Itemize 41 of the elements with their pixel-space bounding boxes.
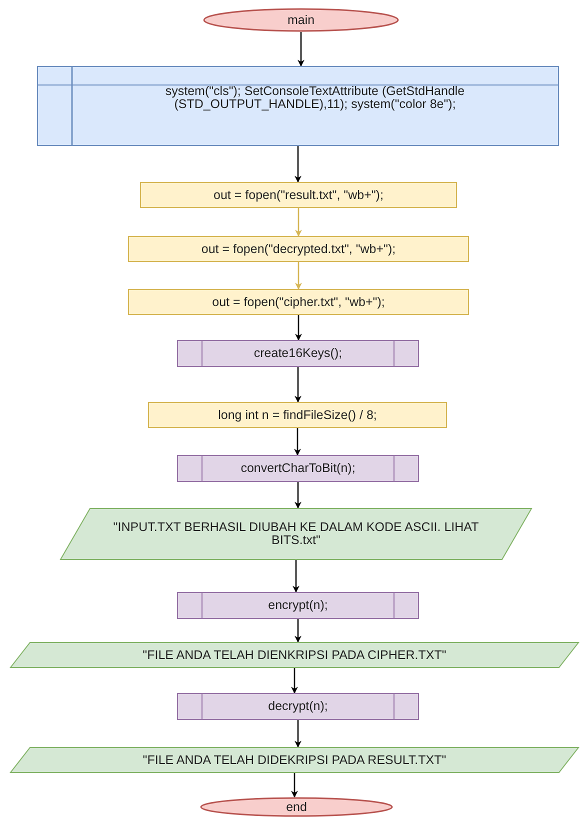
- terminal-ellipse: [203, 8, 399, 32]
- subprocess-box: [177, 693, 419, 720]
- arrow: [291, 668, 298, 694]
- node-text: convertCharToBit(n);: [240, 462, 356, 475]
- process-box: [128, 289, 469, 315]
- node-text: "INPUT.TXT BERHASIL DIUBAH KE DALAM KODE ASCII. LIHAT BITS.txt": [112, 521, 480, 547]
- node-text: main: [287, 14, 315, 26]
- node-text: out = fopen("cipher.txt", "wb+");: [212, 296, 385, 308]
- node-text: "FILE ANDA TELAH DIENKRIPSI PADA CIPHER.TXT": [142, 648, 446, 662]
- arrow: [294, 367, 302, 403]
- subprocess-box: [177, 340, 419, 367]
- node-text: long int n = findFileSize() / 8;: [218, 408, 377, 422]
- arrow: [294, 720, 302, 748]
- node-text: encrypt(n);: [268, 599, 328, 612]
- arrow: [295, 208, 302, 237]
- node-text: decrypt(n);: [268, 700, 328, 713]
- arrow: [294, 619, 302, 643]
- arrow: [295, 262, 302, 290]
- arrow: [294, 428, 301, 456]
- arrow: [291, 773, 298, 798]
- process-box: [148, 402, 447, 428]
- arrow: [294, 146, 302, 183]
- data-parallelogram: [10, 747, 579, 773]
- internal-storage-box: [37, 66, 559, 146]
- subprocess-box: [177, 592, 419, 619]
- node-text: system("cls"); SetConsoleTextAttribute (GetStdHandle (STD_OUTPUT_HANDLE),11); system("color 8e");: [164, 85, 466, 111]
- arrow: [298, 32, 304, 67]
- subprocess-box: [177, 455, 419, 482]
- arrow: [292, 560, 300, 593]
- node-text: create16Keys();: [254, 347, 342, 360]
- node-text: end: [286, 800, 307, 814]
- process-box: [140, 182, 457, 208]
- data-parallelogram: [60, 508, 532, 560]
- arrow: [294, 482, 302, 509]
- terminal-ellipse: [200, 797, 393, 817]
- node-text: out = fopen("result.txt", "wb+");: [214, 188, 384, 202]
- process-box: [128, 236, 469, 262]
- data-parallelogram: [10, 642, 579, 668]
- node-text: "FILE ANDA TELAH DIDEKRIPSI PADA RESULT.TXT": [142, 754, 446, 766]
- arrow: [295, 315, 302, 341]
- node-text: out = fopen("decrypted.txt", "wb+");: [201, 242, 396, 256]
